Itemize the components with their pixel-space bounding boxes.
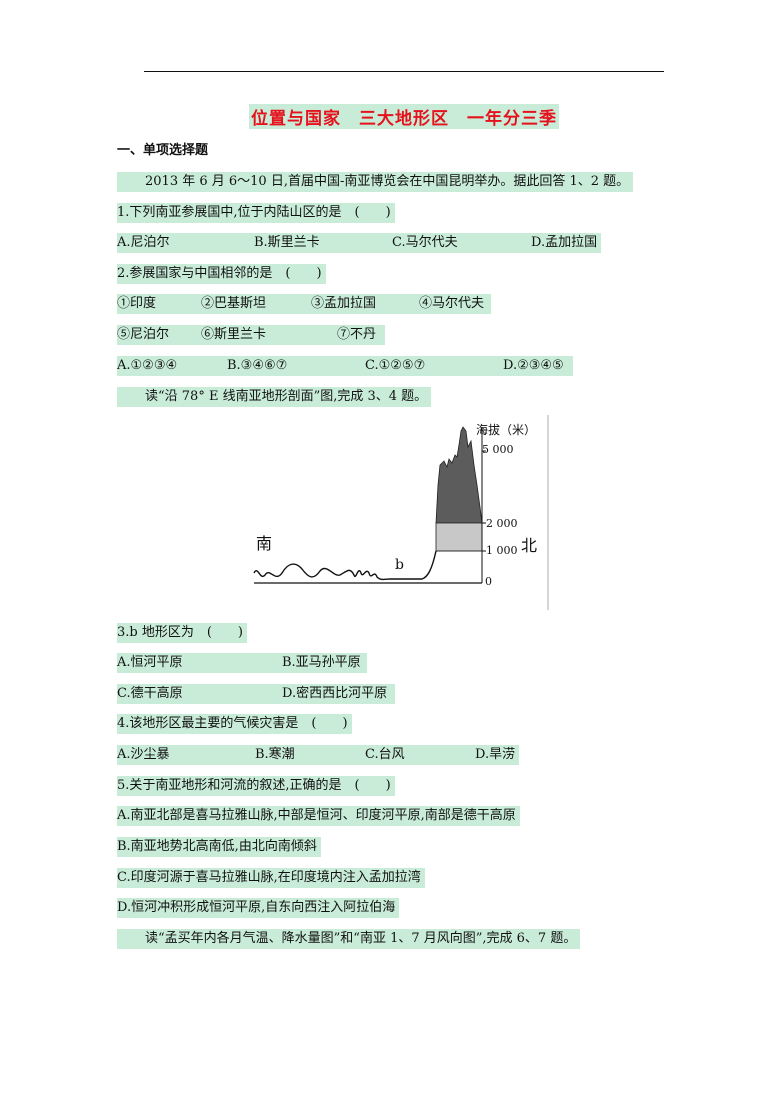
intro-text-3: 读“孟买年内各月气温、降水量图”和“南亚 1、7 月风向图”,完成 6、7 题。 <box>117 929 581 949</box>
q5-option-a[interactable]: A.南亚北部是喜马拉雅山脉,中部是恒河、印度河平原,南部是德干高原 <box>117 806 520 826</box>
question-3-options-row-2: C.德干高原 D.密西西比河平原 <box>117 684 395 704</box>
q2-item-1: ①印度 <box>117 296 157 311</box>
question-3-options-row-1: A.恒河平原 B.亚马孙平原 <box>117 653 367 673</box>
tick-label-5000: 5 000 <box>482 443 514 456</box>
q1-option-b[interactable]: B.斯里兰卡 <box>254 235 320 250</box>
q2-item-5: ⑤尼泊尔 <box>117 327 170 342</box>
tick-label-0: 0 <box>485 575 492 588</box>
terrain-profile-svg <box>253 415 549 610</box>
question-2-items-row-2: ⑤尼泊尔 ⑥斯里兰卡 ⑦不丹 <box>117 325 385 345</box>
q2-option-a[interactable]: A.①②③④ <box>117 358 178 373</box>
question-3-stem: 3.b 地形区为 ( ) <box>117 623 248 643</box>
q5-option-b[interactable]: B.南亚地势北高南低,由北向南倾斜 <box>117 837 321 857</box>
intro-text-1: 2013 年 6 月 6～10 日,首届中国-南亚博览会在中国昆明举办。据此回答… <box>117 172 634 192</box>
question-5-stem: 5.关于南亚地形和河流的叙述,正确的是 ( ) <box>117 776 395 796</box>
elevation-axis-title: 海拔（米） <box>476 423 537 437</box>
q4-option-a[interactable]: A.沙尘暴 <box>117 747 170 762</box>
terrain-profile-line <box>253 550 437 581</box>
page-title: 位置与国家 三大地形区 一年分三季 <box>249 104 559 129</box>
q5-option-c[interactable]: C.印度河源于喜马拉雅山脉,在印度境内注入孟加拉湾 <box>117 868 425 888</box>
south-label: 南 <box>256 534 273 553</box>
q3-option-d[interactable]: D.密西西比河平原 <box>282 686 388 701</box>
header-rule <box>144 71 664 72</box>
q1-option-c[interactable]: C.马尔代夫 <box>392 235 458 250</box>
question-2-stem: 2.参展国家与中国相邻的是 ( ) <box>117 264 326 284</box>
terrain-profile-figure: 海拔（米） 5 000 2 000 1 000 0 南 北 b <box>250 415 550 615</box>
north-label: 北 <box>521 536 538 555</box>
q2-item-2: ②巴基斯坦 <box>201 296 267 311</box>
intro-text-2: 读“沿 78° E 线南亚地形剖面”图,完成 3、4 题。 <box>117 387 432 407</box>
q2-option-d[interactable]: D.②③④⑤ <box>503 358 564 373</box>
section-heading: 一、单项选择题 <box>117 143 209 158</box>
q2-item-4: ④马尔代夫 <box>419 296 485 311</box>
q2-option-c[interactable]: C.①②⑤⑦ <box>365 358 426 373</box>
question-4-options: A.沙尘暴 B.寒潮 C.台风 D.旱涝 <box>117 745 519 765</box>
q3-option-a[interactable]: A.恒河平原 <box>117 655 183 670</box>
tick-label-2000: 2 000 <box>486 517 518 530</box>
tick-label-1000: 1 000 <box>486 544 518 557</box>
question-2-items-row-1: ①印度 ②巴基斯坦 ③孟加拉国 ④马尔代夫 <box>117 294 491 314</box>
q1-option-a[interactable]: A.尼泊尔 <box>117 235 170 250</box>
region-b-marker: b <box>395 557 404 573</box>
q2-item-7: ⑦不丹 <box>337 327 377 342</box>
q4-option-b[interactable]: B.寒潮 <box>255 747 295 762</box>
mountain-mid-zone <box>435 522 483 552</box>
q2-item-6: ⑥斯里兰卡 <box>201 327 267 342</box>
mountain-high-zone <box>435 426 483 524</box>
q4-option-c[interactable]: C.台风 <box>365 747 405 762</box>
q3-option-b[interactable]: B.亚马孙平原 <box>282 655 361 670</box>
q5-option-d[interactable]: D.恒河冲积形成恒河平原,自东向西注入阿拉伯海 <box>117 898 400 918</box>
question-1-stem: 1.下列南亚参展国中,位于内陆山区的是 ( ) <box>117 203 395 223</box>
q4-option-d[interactable]: D.旱涝 <box>475 747 516 762</box>
q3-option-c[interactable]: C.德干高原 <box>117 686 183 701</box>
question-2-options: A.①②③④ B.③④⑥⑦ C.①②⑤⑦ D.②③④⑤ <box>117 356 573 376</box>
q2-item-3: ③孟加拉国 <box>311 296 377 311</box>
q2-option-b[interactable]: B.③④⑥⑦ <box>227 358 288 373</box>
question-4-stem: 4.该地形区最主要的气候灾害是 ( ) <box>117 714 352 734</box>
question-1-options: A.尼泊尔 B.斯里兰卡 C.马尔代夫 D.孟加拉国 <box>117 233 601 253</box>
q1-option-d[interactable]: D.孟加拉国 <box>531 235 598 250</box>
